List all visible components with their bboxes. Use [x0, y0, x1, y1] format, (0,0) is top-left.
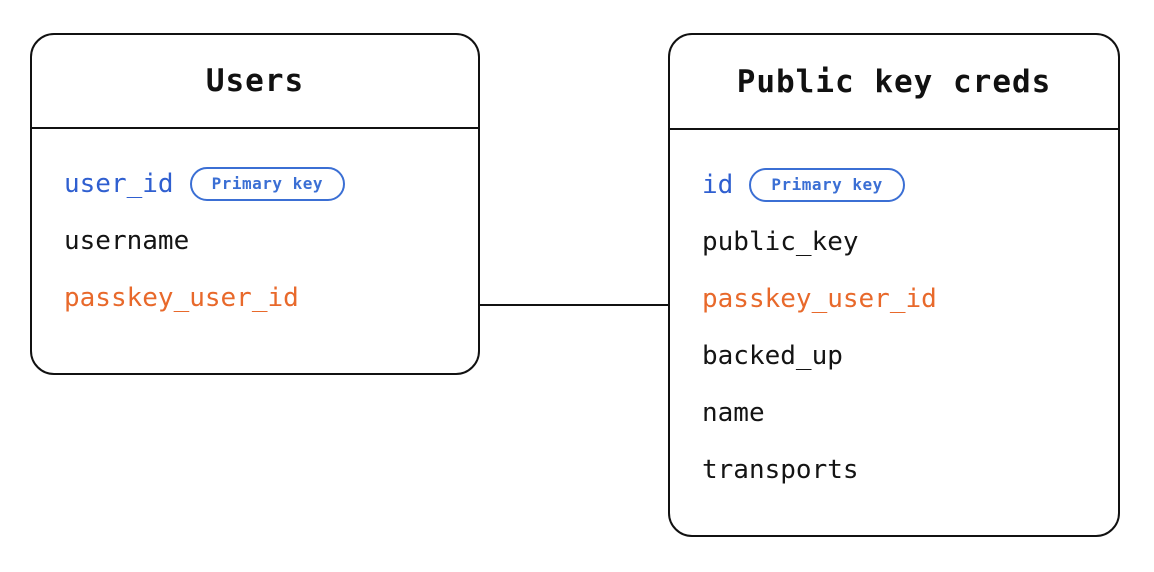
field-name-passkey-user-id: passkey_user_id	[64, 282, 299, 313]
entity-users-header: Users	[32, 35, 478, 129]
relationship-connector-users-public-key-creds	[478, 304, 670, 306]
field-row[interactable]: transports	[702, 441, 1118, 498]
field-name-username: username	[64, 225, 190, 256]
field-row[interactable]: passkey_user_id	[64, 269, 478, 326]
entity-users-title: Users	[205, 63, 305, 99]
primary-key-badge-label: Primary key	[771, 174, 883, 194]
primary-key-badge-label: Primary key	[211, 173, 324, 193]
field-row[interactable]: id Primary key	[702, 156, 1118, 213]
field-row[interactable]: username	[64, 212, 478, 269]
field-name-backed-up: backed_up	[702, 340, 843, 371]
primary-key-badge: Primary key	[189, 166, 346, 201]
field-name-name: name	[702, 397, 765, 428]
field-row[interactable]: backed_up	[702, 327, 1118, 384]
field-name-id: id	[702, 169, 734, 200]
field-name-passkey-user-id: passkey_user_id	[702, 283, 937, 314]
field-name-user-id: user_id	[64, 168, 174, 199]
primary-key-badge: Primary key	[749, 167, 905, 202]
field-row[interactable]: passkey_user_id	[702, 270, 1118, 327]
entity-users-fields: user_id Primary key username passkey_use…	[32, 129, 478, 326]
field-row[interactable]: user_id Primary key	[64, 155, 478, 212]
entity-users[interactable]: Users user_id Primary key username passk…	[30, 33, 480, 375]
field-name-transports: transports	[702, 454, 859, 485]
field-row[interactable]: public_key	[702, 213, 1118, 270]
field-name-public-key: public_key	[702, 226, 859, 257]
entity-public-key-creds-title: Public key creds	[736, 63, 1052, 100]
field-row[interactable]: name	[702, 384, 1118, 441]
entity-public-key-creds-fields: id Primary key public_key passkey_user_i…	[670, 130, 1118, 498]
entity-public-key-creds-header: Public key creds	[670, 35, 1118, 130]
entity-public-key-creds[interactable]: Public key creds id Primary key public_k…	[668, 33, 1120, 537]
